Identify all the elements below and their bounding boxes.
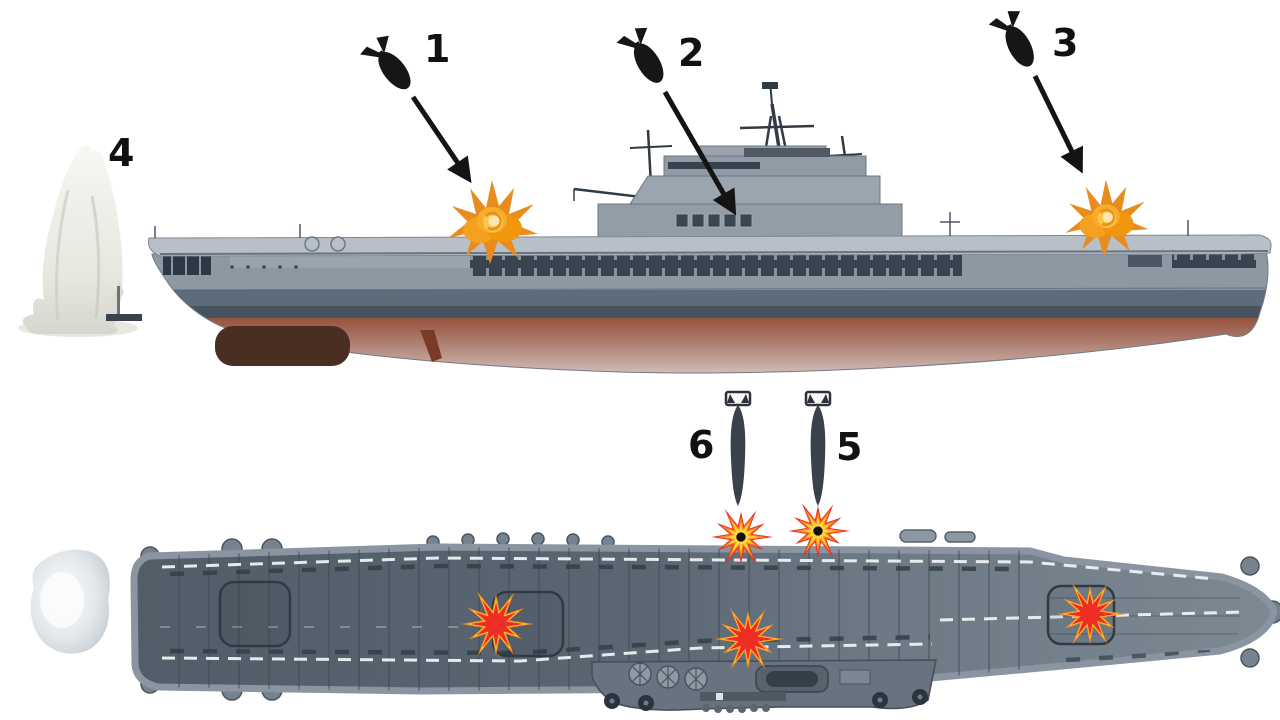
attack-arrow-2 xyxy=(662,90,737,216)
attack-arrow-3 xyxy=(1032,74,1083,174)
island-superstructure xyxy=(573,81,903,249)
bomb-1-icon xyxy=(358,31,422,99)
torpedo-5-icon xyxy=(804,390,832,508)
island-top-view xyxy=(591,659,937,713)
hull-side xyxy=(151,249,1269,374)
carrier-side-view xyxy=(18,5,1272,374)
callout-label-1: 1 xyxy=(424,27,451,71)
callout-label-3: 3 xyxy=(1052,21,1079,65)
callout-label-6: 6 xyxy=(688,423,715,467)
bomb-3-icon xyxy=(987,5,1046,74)
water-splash-icon-top xyxy=(30,549,110,654)
torpedo-hit-burst-5 xyxy=(788,503,851,559)
callout-label-4: 4 xyxy=(108,131,135,175)
elevator-outline-forward xyxy=(218,580,292,648)
flight-deck-side xyxy=(148,212,1272,257)
water-splash-icon-side xyxy=(18,145,142,337)
torpedo-hit-burst-6 xyxy=(711,509,774,565)
callout-label-2: 2 xyxy=(678,31,705,75)
callout-label-5: 5 xyxy=(836,425,863,469)
bomb-2-icon xyxy=(615,22,675,91)
carrier-deck-view xyxy=(30,390,1280,713)
torpedo-6-icon xyxy=(724,390,752,508)
attack-arrow-1 xyxy=(410,95,472,184)
